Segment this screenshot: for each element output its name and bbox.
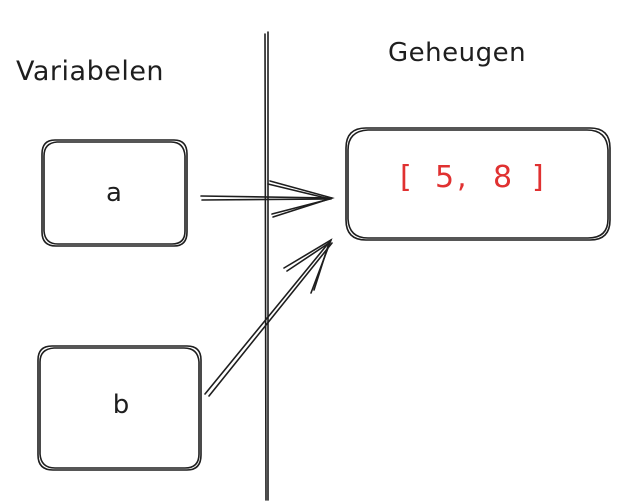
variable-label-b: b bbox=[112, 390, 130, 420]
array-open-bracket: [ bbox=[400, 160, 413, 195]
arrow-a-to-memory bbox=[200, 180, 335, 218]
array-value-1: 8 bbox=[493, 160, 514, 195]
variable-label-a: a bbox=[106, 178, 122, 208]
divider-line bbox=[264, 31, 269, 501]
heading-variables: Variabelen bbox=[16, 56, 165, 87]
array-value-0: 5 bbox=[435, 160, 456, 195]
memory-box bbox=[345, 127, 611, 241]
array-close-bracket: ] bbox=[532, 160, 545, 195]
variable-box-b bbox=[37, 345, 202, 471]
variable-box-a bbox=[41, 139, 188, 247]
arrow-b-to-memory bbox=[204, 238, 333, 397]
heading-memory: Geheugen bbox=[388, 38, 527, 68]
array-separator: , bbox=[457, 160, 468, 195]
